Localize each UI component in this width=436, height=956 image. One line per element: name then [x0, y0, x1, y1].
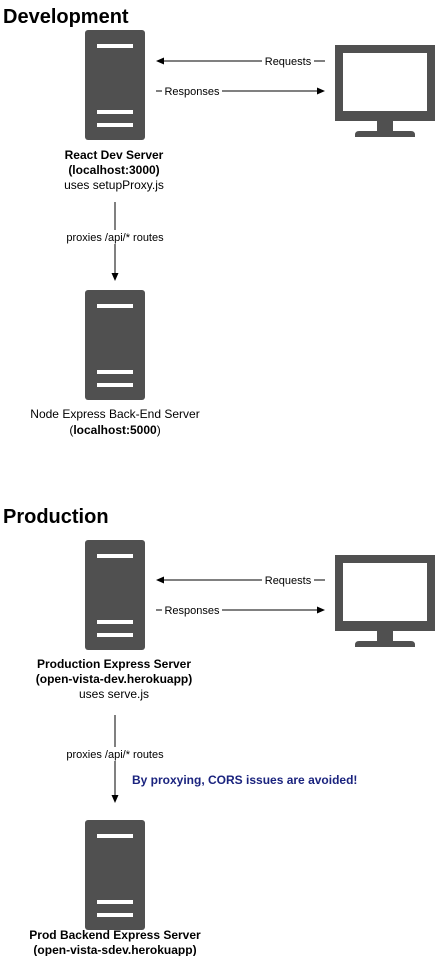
production-server-note: uses serve.js — [79, 687, 149, 701]
requests-label: Requests — [265, 575, 312, 587]
requests-label: Requests — [265, 56, 312, 68]
proxy-arrow: proxies /api/* routes — [58, 715, 172, 803]
react-dev-server-note: uses setupProxy.js — [64, 178, 164, 192]
server-icon — [85, 540, 145, 650]
production-server-host: (open-vista-dev.herokuapp) — [36, 672, 192, 686]
cors-note: By proxying, CORS issues are avoided! — [132, 773, 357, 787]
react-dev-server-host: (localhost:3000) — [68, 163, 159, 177]
prod-backend-server-name: Prod Backend Express Server — [29, 928, 201, 942]
proxy-arrow: proxies /api/* routes — [60, 202, 172, 281]
server-icon — [85, 290, 145, 400]
responses-arrow: Responses — [156, 84, 325, 98]
monitor-icon — [335, 45, 435, 137]
production-server-name: Production Express Server — [37, 657, 191, 671]
prod-backend-server-host: (open-vista-sdev.herokuapp) — [33, 943, 196, 956]
production-title: Production — [3, 506, 109, 528]
server-icon — [85, 30, 145, 140]
proxy-label: proxies /api/* routes — [66, 232, 164, 244]
requests-arrow: Requests — [156, 573, 325, 587]
backend-server-name: Node Express Back-End Server — [30, 407, 199, 421]
responses-label: Responses — [164, 86, 220, 98]
production-section: Production Requests Responses Production… — [3, 506, 435, 956]
proxy-label: proxies /api/* routes — [66, 749, 164, 761]
react-dev-server-name: React Dev Server — [65, 148, 164, 162]
server-icon — [85, 820, 145, 930]
development-title: Development — [3, 6, 129, 28]
monitor-icon — [335, 555, 435, 647]
backend-server-host: (localhost:5000) — [69, 423, 160, 437]
responses-arrow: Responses — [156, 603, 325, 617]
requests-arrow: Requests — [156, 54, 325, 68]
responses-label: Responses — [164, 605, 220, 617]
development-section: Development Requests Responses React Dev… — [3, 6, 435, 437]
